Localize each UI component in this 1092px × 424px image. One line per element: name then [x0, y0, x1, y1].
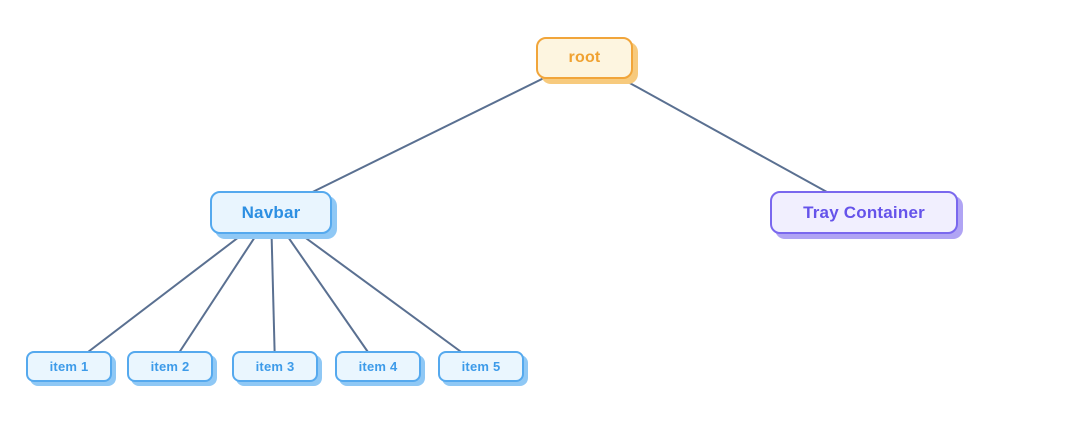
tree-node-item5[interactable]: item 5	[438, 351, 524, 382]
tree-edge-root-navbar	[270, 57, 585, 214]
tree-node-navbar[interactable]: Navbar	[210, 191, 332, 234]
tree-node-label: item 3	[255, 359, 295, 374]
tree-node-tray[interactable]: Tray Container	[770, 191, 958, 234]
tree-node-label: root	[568, 49, 601, 66]
tree-node-item1[interactable]: item 1	[26, 351, 112, 382]
tree-edge-navbar-item2	[169, 211, 272, 368]
tree-node-item3[interactable]: item 3	[232, 351, 318, 382]
tree-node-label: item 1	[49, 359, 89, 374]
tree-edge-navbar-item4	[270, 211, 379, 368]
tree-node-label: Navbar	[241, 202, 301, 222]
tree-node-label: item 4	[358, 359, 398, 374]
tree-edge-navbar-item1	[68, 211, 272, 368]
tree-node-item4[interactable]: item 4	[335, 351, 421, 382]
tree-node-label: item 2	[150, 359, 190, 374]
tree-edge-navbar-item5	[270, 211, 482, 368]
tree-node-label: Tray Container	[803, 202, 925, 222]
tree-node-item2[interactable]: item 2	[127, 351, 213, 382]
tree-node-root[interactable]: root	[536, 37, 633, 79]
tree-edge-root-tray	[584, 57, 865, 214]
tree-node-label: item 5	[461, 359, 501, 374]
tree-edge-navbar-item3	[270, 212, 276, 367]
